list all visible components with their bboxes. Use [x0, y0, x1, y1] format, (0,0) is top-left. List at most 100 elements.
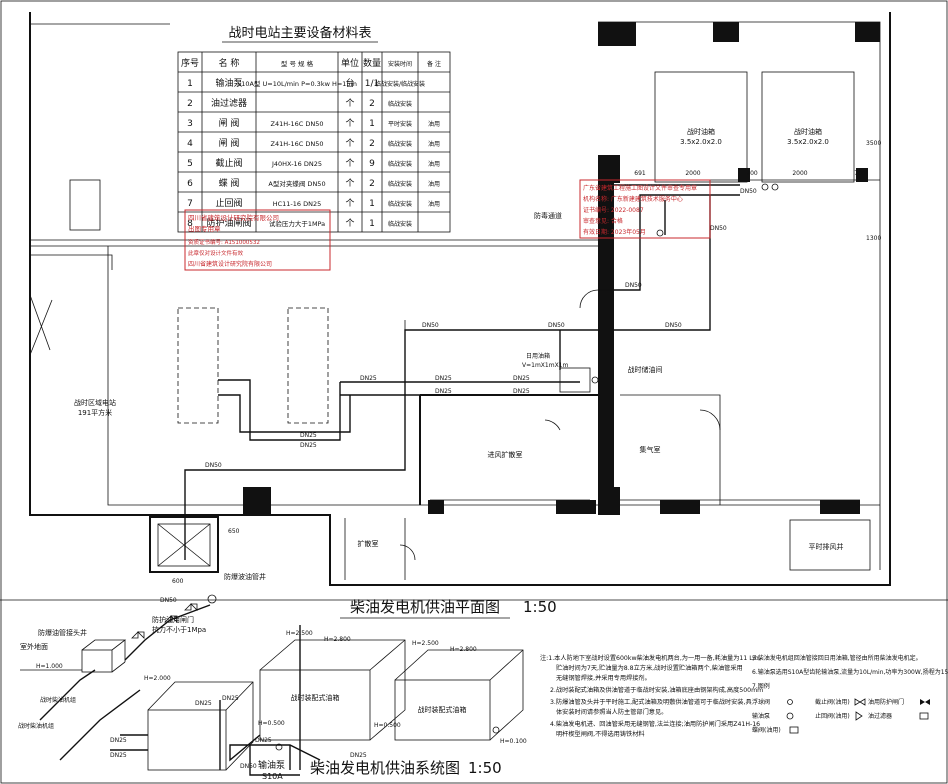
system-tank-a — [259, 669, 371, 741]
table-cell: 1 — [187, 79, 193, 89]
seal-line1: 四川省建筑设计研究院有限公司 — [188, 213, 279, 222]
dim-3500: 3500 — [866, 140, 881, 147]
table-cell: 闸 阀 — [219, 118, 240, 129]
stamp-line4: 审查意见: 合格 — [583, 217, 623, 225]
sys-dn25-c: DN25 — [110, 752, 127, 759]
system-daily-tank — [147, 709, 227, 771]
note-4b: 明杆楔型闸阀,不得选用铸铁材料 — [556, 730, 645, 738]
label-dn25-f: DN25 — [300, 432, 317, 439]
note-7: 7.图例 — [752, 682, 770, 690]
note-3b: 体安装时间请参照当人防主管部门意见。 — [556, 708, 667, 716]
table-cell: 5 — [187, 159, 193, 169]
table-cell: 个 — [345, 98, 354, 109]
generator-2 — [287, 307, 329, 424]
sys-dn50-b: DN50 — [240, 763, 257, 770]
legend-check-valve: 止回阀(油用) — [815, 712, 850, 720]
label-dn50-e: DN50 — [625, 282, 642, 289]
sys-outdoor-ground: 室外地面 — [20, 642, 48, 651]
note-5: 5.柴油发电机组回油管接回日用油箱,管径由所用柴油发电机定。 — [752, 654, 922, 662]
table-cell: 防护油闸阀 — [206, 217, 251, 229]
table-cell: 输油泵 — [215, 77, 242, 89]
system-title-scale: 1:50 — [468, 759, 502, 777]
table-cell: 临战安装 — [388, 140, 412, 148]
seal-line2: 出图专用章 — [188, 224, 221, 233]
label-dn25-d: DN25 — [513, 375, 530, 382]
label-dn50-c: DN50 — [548, 322, 565, 329]
room-daily-tank-volume: V=1mX1mX1m — [522, 362, 568, 369]
table-cell: 平时安装 — [388, 120, 412, 128]
room-daily-tank: 日用油箱 — [526, 352, 550, 360]
table-cell: 临战安装 — [388, 160, 412, 168]
room-tank1-size: 3.5x2.0x2.0 — [680, 138, 722, 146]
filter-icon — [919, 712, 929, 720]
label-dn50-g: DN50 — [740, 188, 757, 195]
legend: 浮球阀 截止阀(油用) 油用防护闸门 输油泵 止回阀(油用) 油过滤器 蝶阀(油… — [752, 698, 930, 734]
label-dn50-d: DN50 — [665, 322, 682, 329]
table-header-6: 备 注 — [427, 60, 441, 68]
table-cell: 截止阀 — [215, 157, 242, 169]
table-header-2: 型 号 规 格 — [281, 59, 314, 68]
table-cell: 个 — [345, 118, 354, 129]
legend-filter: 油过滤器 — [868, 712, 892, 720]
table-cell: 3 — [187, 119, 193, 129]
legend-protect-gate: 油用防护闸门 — [868, 698, 904, 706]
sys-h1000: H=1.000 — [36, 663, 63, 670]
sys-dn25-a: DN25 — [195, 700, 212, 707]
table-cell: 2 — [369, 99, 375, 109]
table-cell: 1/1 — [365, 79, 379, 89]
table-cell: 个 — [345, 158, 354, 169]
table-cell: J40HX-16 DN25 — [271, 160, 322, 168]
plan-title-text: 柴油发电机供油平面图 — [350, 598, 500, 616]
seal-line3: 资质证书编号: A151000532 — [188, 238, 260, 246]
plan-title: 柴油发电机供油平面图 1:50 — [340, 598, 557, 619]
plan-labels: 战时区域电站 191平方米 战时油箱 3.5x2.0x2.0 战时油箱 3.5x… — [74, 127, 881, 585]
stamp-line3: 证书编号: 2022-0087 — [583, 206, 644, 214]
room-station: 战时区域电站 — [74, 398, 116, 407]
label-dn25-a: DN25 — [360, 375, 377, 382]
label-dn50-f: DN50 — [710, 225, 727, 232]
stamp-line2: 机构名称: 广东新建建筑技术服务中心 — [583, 195, 683, 203]
room-tank1: 战时油箱 — [687, 127, 715, 136]
stop-valve-icon — [854, 698, 866, 706]
sys-generator-room-2: 战时柴油机组 — [18, 722, 54, 730]
table-cell: 8 — [187, 219, 193, 229]
room-intake: 进风扩散室 — [488, 450, 523, 459]
oil-pump-icon — [786, 712, 794, 720]
note-1b: 贮油时间为7天,贮油量为8.8立方米,战时设置贮油箱两个,柴油管采用 — [556, 664, 743, 672]
dim-700: 700 — [746, 170, 758, 177]
table-cell: 试验压力大于1MPa — [269, 219, 325, 228]
table-cell: 油用 — [428, 120, 440, 128]
table-cell: 蝶 阀 — [219, 177, 240, 189]
room-oil-storage: 战时储油间 — [628, 365, 663, 374]
dim-600: 600 — [172, 578, 184, 585]
sys-h2500b: H=2.500 — [412, 640, 439, 647]
table-cell: 止回阀 — [215, 197, 242, 209]
sys-pump-model: S10A — [262, 772, 283, 781]
pipe-dn50-main — [184, 329, 598, 490]
plan-title-scale: 1:50 — [523, 598, 557, 616]
label-dn25-b: DN25 — [435, 375, 452, 382]
room-blast-corridor: 防毒通道 — [534, 211, 562, 220]
label-dn25-c: DN25 — [435, 388, 452, 395]
table-cell: 9 — [369, 159, 375, 169]
note-1c: 无缝钢管焊接,并采用专用焊接剂。 — [556, 674, 651, 682]
sys-h2800b: H=2.800 — [450, 646, 477, 653]
table-cell: 1 — [369, 219, 375, 229]
sys-dn25-f: DN25 — [255, 737, 272, 744]
table-cell: Z41H-16C DN50 — [271, 140, 324, 148]
table-cell: 1 — [369, 199, 375, 209]
review-stamp: 广东省建筑工程施工图设计文件审查专用章 机构名称: 广东新建建筑技术服务中心 证… — [579, 179, 711, 239]
table-cell: 油用 — [428, 200, 440, 208]
daily-tank — [559, 367, 591, 393]
seal-line4: 此章仅对设计文件有效 — [188, 249, 244, 257]
table-cell: A型对夹蝶阀 DN50 — [268, 179, 325, 188]
room-tank2: 战时油箱 — [794, 127, 822, 136]
table-cell: 临战安装 — [388, 220, 412, 228]
table-cell: 个 — [345, 178, 354, 189]
table-cell: 闸 阀 — [219, 138, 240, 149]
table-header-1: 名 称 — [219, 57, 240, 69]
table-cell: 6 — [187, 179, 193, 189]
sys-protect-valve: 防护油用闸门 — [152, 615, 194, 624]
